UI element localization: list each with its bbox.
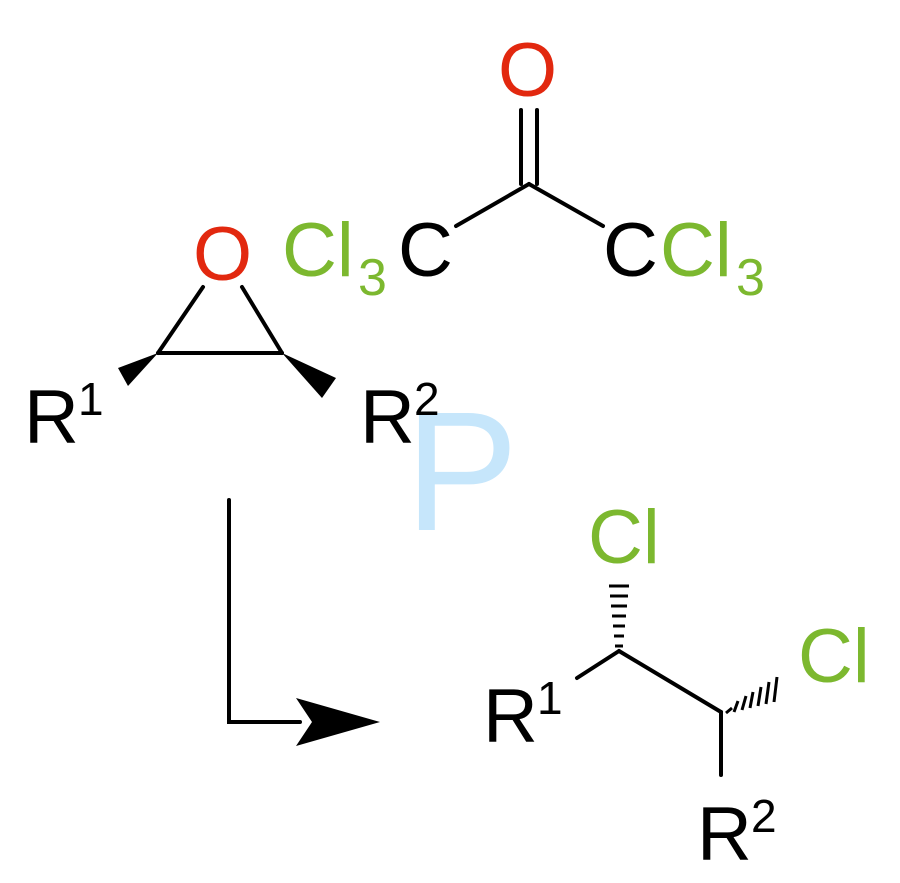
right-trichloromethyl-cl: Cl xyxy=(660,208,732,293)
left-trichloromethyl-subscript: 3 xyxy=(358,249,387,307)
hashed-bond-right-cl xyxy=(725,676,779,715)
arrow-head xyxy=(296,698,380,746)
ketone-bond-left xyxy=(454,182,531,228)
epoxide-co-bond-right xyxy=(240,285,284,355)
product-r1-label: R xyxy=(483,674,538,759)
dichloride-product: Cl Cl R 1 R 2 xyxy=(483,495,870,877)
epoxide-r2-superscript: 2 xyxy=(414,373,440,425)
left-trichloromethyl-cl: Cl xyxy=(282,208,354,293)
product-r1-superscript: 1 xyxy=(537,672,563,724)
right-trichloromethyl-subscript: 3 xyxy=(736,249,765,307)
reaction-arrow xyxy=(227,498,380,746)
epoxide: O R 1 R 2 xyxy=(24,212,440,460)
product-bond-c1-c2 xyxy=(617,649,723,714)
watermark-letter: P xyxy=(405,377,518,567)
epoxide-co-bond-left xyxy=(156,285,205,355)
epoxide-r1-superscript: 1 xyxy=(78,373,104,425)
epoxide-r1-label: R xyxy=(24,375,79,460)
ketone-oxygen-label: O xyxy=(498,28,557,113)
product-bond-c1-r1 xyxy=(575,649,621,680)
arrow-shaft xyxy=(227,498,302,724)
left-carbon-label: C xyxy=(398,208,453,293)
wedge-bond-r1 xyxy=(118,353,158,386)
hashed-bond-top-cl xyxy=(609,584,629,648)
product-r2-label: R xyxy=(697,792,752,877)
epoxide-r2-label: R xyxy=(360,375,415,460)
wedge-bond-r2 xyxy=(282,353,336,398)
hexachloroacetone: O Cl 3 C C Cl 3 xyxy=(282,28,765,307)
product-chlorine-right-label: Cl xyxy=(798,614,870,699)
product-r2-superscript: 2 xyxy=(751,790,777,842)
product-chlorine-top-label: Cl xyxy=(588,495,660,580)
right-carbon-label: C xyxy=(603,208,658,293)
ketone-bond-right xyxy=(527,182,605,228)
epoxide-oxygen-label: O xyxy=(193,212,252,297)
